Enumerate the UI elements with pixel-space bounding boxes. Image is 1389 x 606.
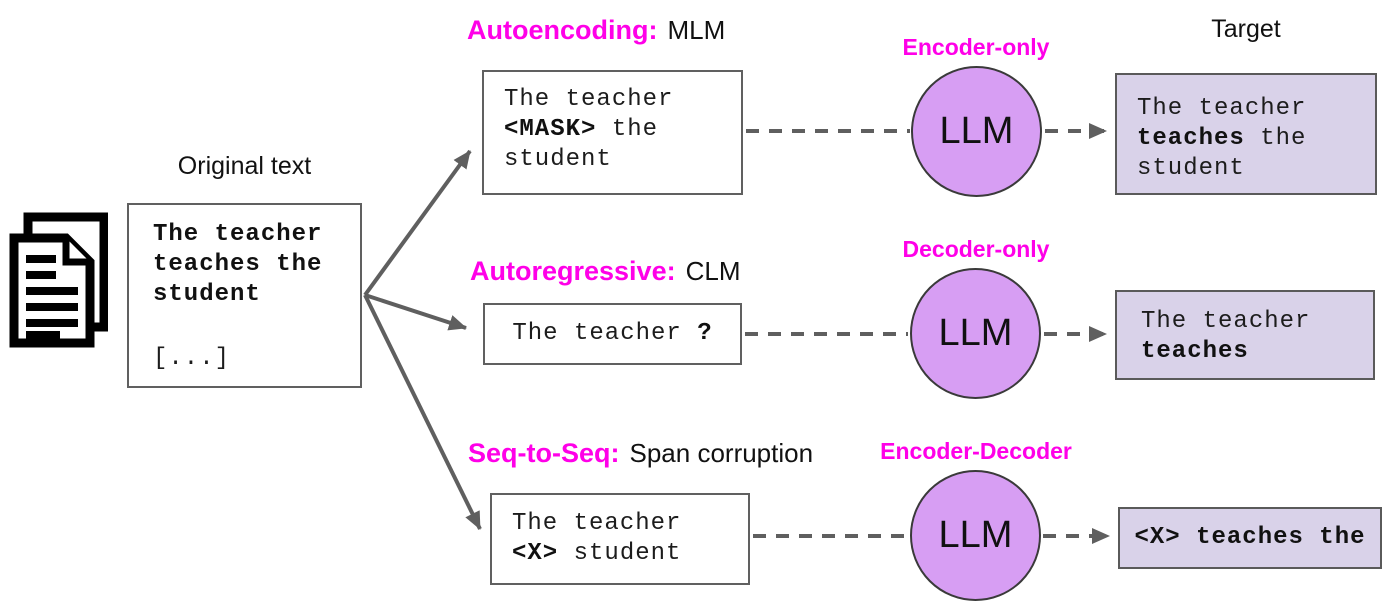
question-token: ? xyxy=(697,320,713,347)
row1-heading: Autoencoding: MLM xyxy=(467,15,726,46)
original-line-3: student xyxy=(153,281,261,308)
row1-method-label: MLM xyxy=(667,15,726,45)
llm-label: LLM xyxy=(939,110,1014,152)
autoregressive-input-box: The teacher ? xyxy=(483,303,742,365)
row3-category-label: Seq-to-Seq: xyxy=(468,438,620,468)
seq2seq-target-box: <X> teaches the xyxy=(1118,507,1382,569)
row1-architecture-label: Encoder-only xyxy=(902,34,1050,60)
arrow-to-autoencoding xyxy=(363,149,472,297)
llm-label: LLM xyxy=(938,514,1013,556)
llm-circle-encoder-only: LLM xyxy=(911,66,1042,197)
original-text-box: The teacher teaches the student [...] xyxy=(127,203,362,388)
row3-method-label: Span corruption xyxy=(629,438,814,468)
arrow-to-seq2seq xyxy=(363,294,482,530)
target-line: The teacher xyxy=(1141,308,1311,335)
original-text-label: Original text xyxy=(177,152,312,180)
predicted-token: teaches xyxy=(1137,125,1245,152)
original-ellipsis: [...] xyxy=(153,345,231,372)
input-line: The teacher ? xyxy=(512,320,713,347)
target-line: teaches the xyxy=(1137,125,1307,152)
row2-method-label: CLM xyxy=(685,256,741,286)
arrow-to-autoregressive xyxy=(364,293,467,331)
input-line: <MASK> the xyxy=(504,116,659,143)
input-line: The teacher xyxy=(504,86,674,113)
target-line: student xyxy=(1137,155,1245,182)
input-line: student xyxy=(504,146,612,173)
original-line-1: The teacher xyxy=(153,221,323,248)
target-column-header: Target xyxy=(1211,15,1281,43)
original-line-2: teaches the xyxy=(153,251,323,278)
target-line: <X> teaches the xyxy=(1134,524,1366,551)
llm-label: LLM xyxy=(938,312,1013,354)
row3-architecture-label: Encoder-Decoder xyxy=(880,438,1072,464)
autoregressive-target-box: The teacher teaches xyxy=(1115,290,1375,380)
row2-heading: Autoregressive: CLM xyxy=(470,256,741,287)
input-line: The teacher xyxy=(512,510,682,537)
autoencoding-input-box: The teacher <MASK> the student xyxy=(482,70,743,195)
row3-heading: Seq-to-Seq: Span corruption xyxy=(468,438,814,469)
target-line: The teacher xyxy=(1137,95,1307,122)
autoencoding-target-box: The teacher teaches the student xyxy=(1115,73,1377,195)
span-token: <X> xyxy=(512,540,559,567)
row2-architecture-label: Decoder-only xyxy=(902,236,1050,262)
predicted-token: teaches xyxy=(1141,338,1249,365)
row2-category-label: Autoregressive: xyxy=(470,256,676,286)
input-line: <X> student xyxy=(512,540,682,567)
llm-circle-decoder-only: LLM xyxy=(910,268,1041,399)
row1-category-label: Autoencoding: xyxy=(467,15,658,45)
mask-token: <MASK> xyxy=(504,116,597,143)
documents-icon xyxy=(9,212,108,348)
llm-circle-encoder-decoder: LLM xyxy=(910,470,1041,601)
seq2seq-input-box: The teacher <X> student xyxy=(490,493,750,585)
